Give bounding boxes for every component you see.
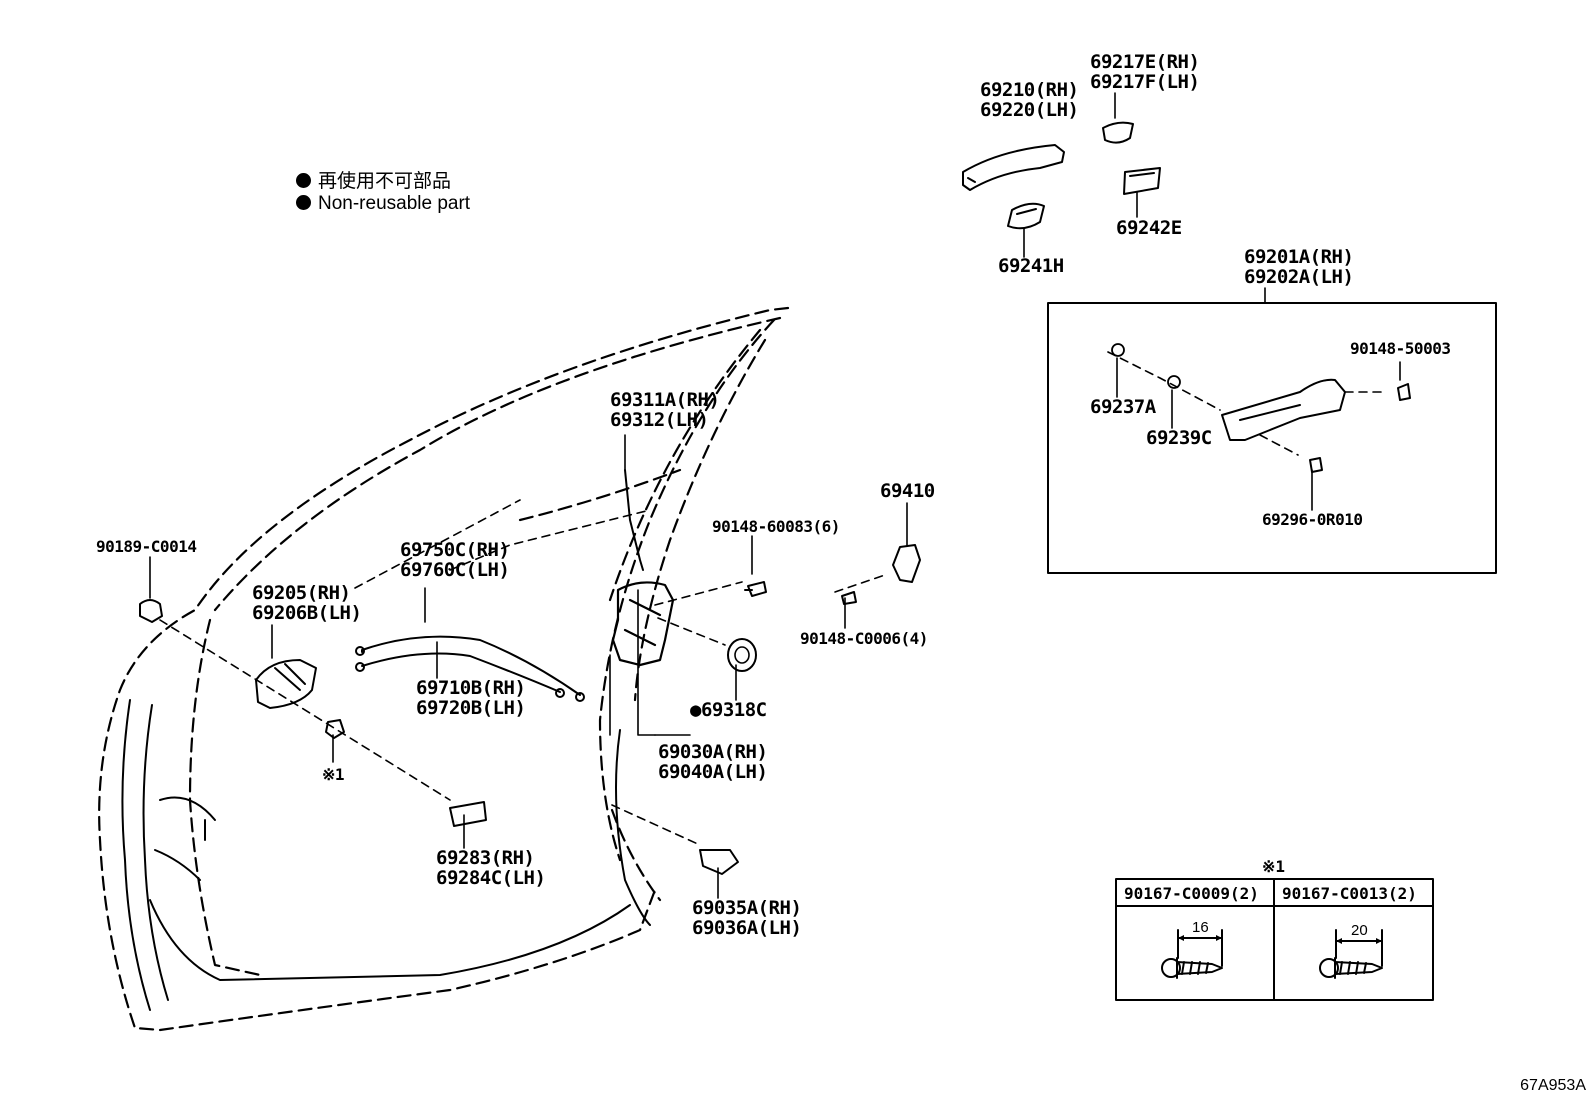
part-label[interactable]: 69296-0R010 [1262, 510, 1363, 529]
part-label[interactable]: 69239C [1146, 427, 1212, 449]
door-frame [121, 699, 651, 1011]
part-label[interactable]: 90148-C0006(4) [800, 629, 928, 648]
part-label[interactable]: 69217F(LH) [1090, 71, 1200, 93]
dimension-arrows [1178, 935, 1382, 944]
part-label[interactable]: 69311A(RH) [610, 389, 720, 411]
part-label[interactable]: 69217E(RH) [1090, 51, 1200, 73]
outer-handle-sketch [962, 144, 1065, 191]
legend-en-text: Non-reusable part [318, 193, 471, 214]
handle-frame-sketch [1221, 378, 1346, 441]
cover-69035a-sketch [699, 849, 739, 875]
handle-cap-sketch [1102, 121, 1134, 144]
table-col-part[interactable]: 90167-C0013(2) [1282, 884, 1417, 903]
part-label[interactable]: 69205(RH) [252, 582, 351, 604]
part-label[interactable]: 69750C(RH) [400, 539, 510, 561]
screw-60083-sketch [744, 581, 767, 597]
table-mark: ※1 [1262, 857, 1286, 876]
grommet-sketch [727, 638, 757, 672]
part-label[interactable]: 69201A(RH) [1244, 246, 1354, 268]
screw-note1-sketch [325, 719, 345, 739]
door-lock-sketch [611, 581, 675, 667]
part-label[interactable]: 69283(RH) [436, 847, 535, 869]
part-label[interactable]: 69210(RH) [980, 79, 1079, 101]
part-label[interactable]: 69220(LH) [980, 99, 1079, 121]
reference-code: 67A953A [1520, 1077, 1586, 1094]
screw-c0006-sketch [841, 591, 857, 605]
non-reusable-dot-icon [296, 173, 311, 188]
pad-69241h-sketch [1007, 202, 1045, 230]
part-label[interactable]: 69710B(RH) [416, 677, 526, 699]
part-label[interactable]: 69760C(LH) [400, 559, 510, 581]
screw-length: 20 [1351, 922, 1368, 939]
rod-sketch [624, 469, 644, 571]
cable-sketch [361, 635, 581, 696]
part-label[interactable]: 90148-50003 [1350, 339, 1451, 358]
legend-ja: 再使用不可部品 [296, 166, 451, 193]
part-label[interactable]: 69040A(LH) [658, 761, 768, 783]
part-label[interactable]: 69284C(LH) [436, 867, 546, 889]
inner-handle-sketch [255, 659, 317, 709]
striker-sketch [892, 544, 921, 583]
part-label[interactable]: 69241H [998, 255, 1064, 277]
legend-ja-text: 再使用不可部品 [318, 171, 452, 192]
pad-69242e-sketch [1123, 167, 1161, 195]
note-mark: ※1 [322, 765, 345, 784]
part-label[interactable]: 69237A [1090, 396, 1156, 418]
cover-69283-sketch [449, 801, 487, 827]
non-reusable-dot-icon [296, 195, 311, 210]
part-label[interactable]: 69410 [880, 480, 935, 502]
frame-box [1047, 302, 1497, 574]
clip-c0014-sketch [139, 599, 163, 623]
part-label[interactable]: 90148-60083(6) [712, 517, 840, 536]
part-label[interactable]: 90189-C0014 [96, 537, 197, 556]
part-label[interactable]: 69202A(LH) [1244, 266, 1354, 288]
part-label[interactable]: 69720B(LH) [416, 697, 526, 719]
part-label[interactable]: 69242E [1116, 217, 1182, 239]
part-label[interactable]: 69206B(LH) [252, 602, 362, 624]
table-col-part[interactable]: 90167-C0009(2) [1124, 884, 1259, 903]
screw-table [1115, 878, 1434, 1001]
part-label[interactable]: 69035A(RH) [692, 897, 802, 919]
part-label[interactable]: ●69318C [690, 699, 767, 721]
part-label[interactable]: 69312(LH) [610, 409, 709, 431]
part-label[interactable]: 69030A(RH) [658, 741, 768, 763]
legend-en: Non-reusable part [296, 193, 470, 215]
part-label[interactable]: 69036A(LH) [692, 917, 802, 939]
screw-length: 16 [1192, 919, 1209, 936]
leader-dashes [159, 351, 1386, 846]
